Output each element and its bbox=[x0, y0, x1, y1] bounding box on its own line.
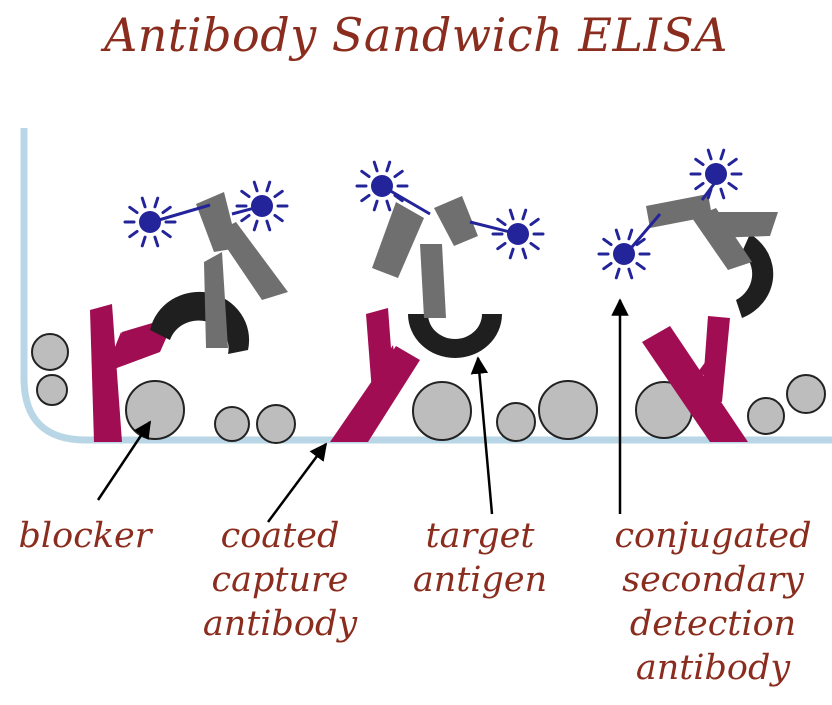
blocker-protein bbox=[37, 375, 67, 405]
target-antigen bbox=[408, 314, 502, 358]
blocker-protein bbox=[497, 403, 535, 441]
enzyme-starburst bbox=[493, 210, 543, 258]
antigen-arrow bbox=[478, 358, 492, 514]
capture-antibody-label: coated capture antibody bbox=[180, 514, 380, 646]
enzyme-starburst bbox=[237, 182, 287, 230]
blocker-protein bbox=[539, 381, 597, 439]
blocker-protein bbox=[748, 398, 784, 434]
capture-arrow bbox=[268, 444, 326, 522]
enzyme-starburst bbox=[125, 198, 175, 246]
capture-antibody bbox=[330, 308, 420, 442]
enzyme-starburst bbox=[357, 162, 407, 210]
detection-antibody bbox=[372, 196, 478, 318]
target-antigen-label: target antigen bbox=[395, 514, 565, 602]
blocker-protein bbox=[126, 381, 184, 439]
blocker-protein bbox=[413, 382, 471, 440]
blocker-protein bbox=[32, 334, 68, 370]
detection-antibody-label: conjugated secondary detection antibody bbox=[598, 514, 828, 690]
target-antigen bbox=[150, 292, 249, 354]
blocker-protein bbox=[787, 375, 825, 413]
blocker-protein bbox=[257, 405, 295, 443]
enzyme-starburst bbox=[691, 150, 741, 198]
blocker-protein bbox=[215, 407, 249, 441]
blocker-label: blocker bbox=[10, 514, 160, 558]
